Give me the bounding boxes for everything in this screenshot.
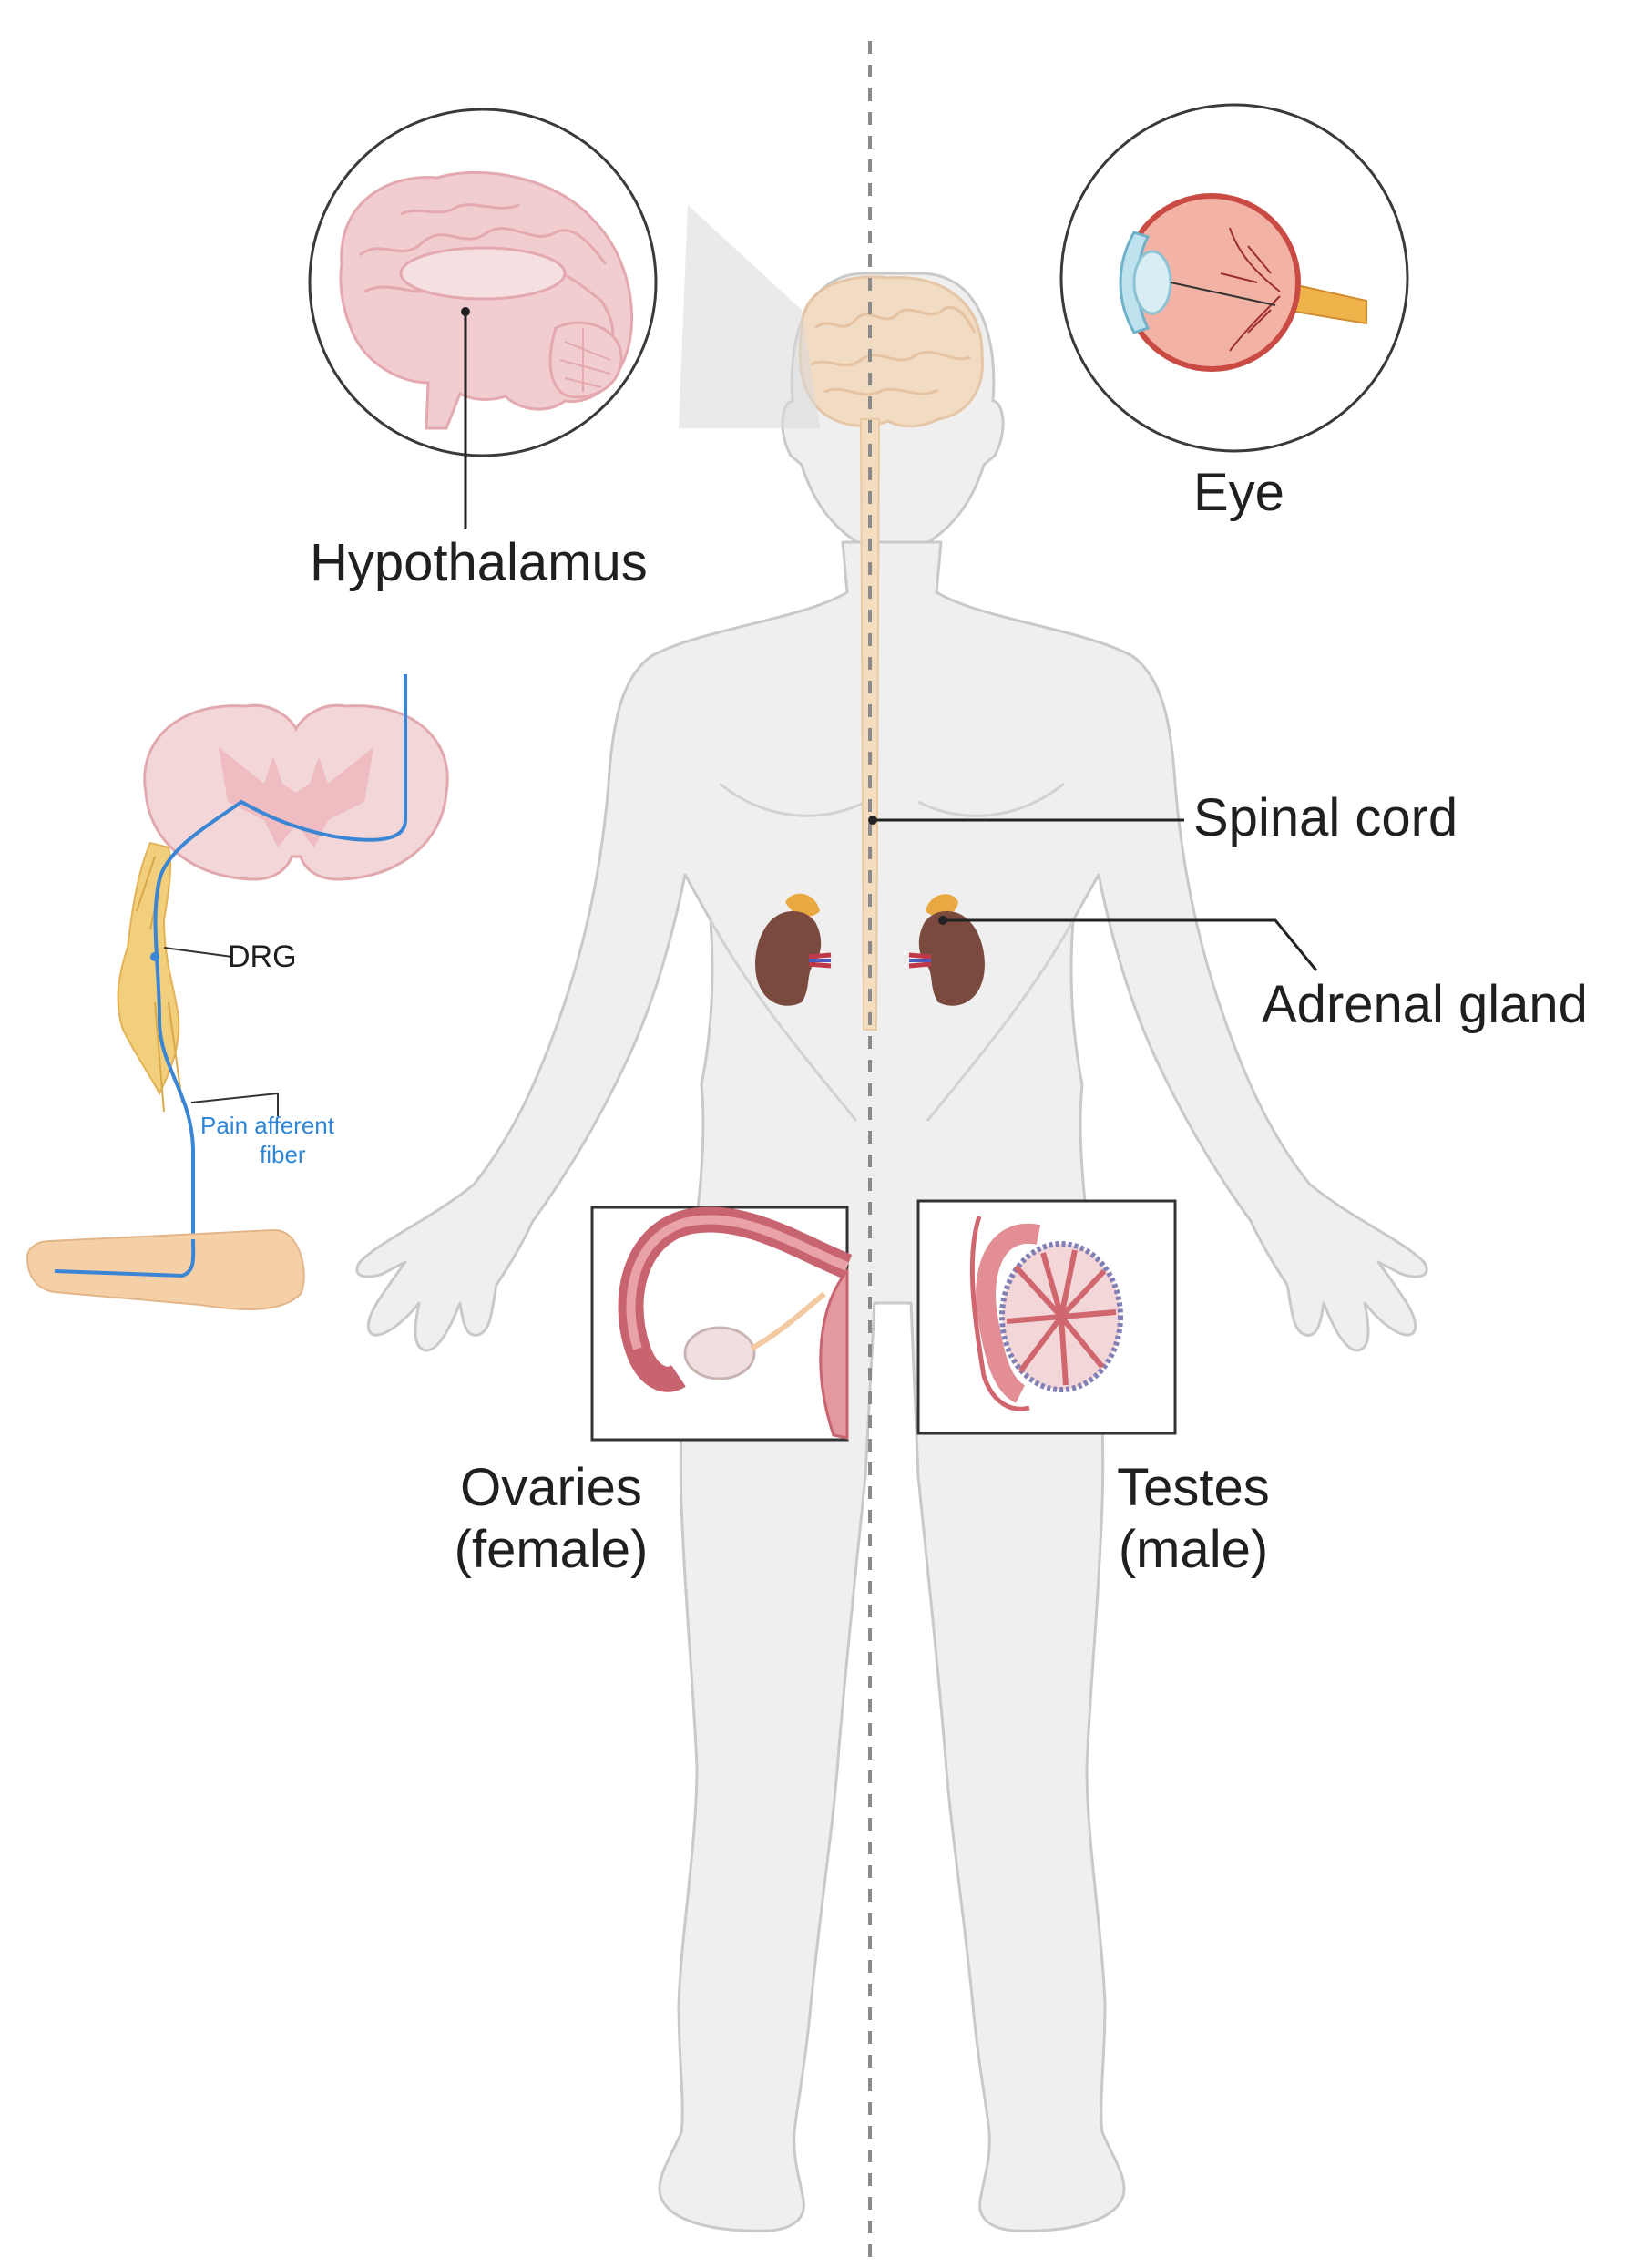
seminiferous-lobules — [1006, 1249, 1117, 1386]
ovary-inset — [590, 1206, 853, 1442]
hip-line-right — [926, 919, 1075, 1122]
epididymis — [976, 1223, 1041, 1403]
label-pain-afferent-line2: fiber — [260, 1141, 306, 1168]
cerebellum-folia — [559, 328, 611, 392]
gray-matter — [219, 747, 373, 847]
left-kidney-group — [755, 893, 832, 1006]
spinal-cord — [859, 418, 881, 1031]
right-kidney — [918, 911, 985, 1006]
adrenal-leader-line — [943, 918, 1318, 971]
drg-leader-line — [163, 947, 233, 958]
left-renal-vessels — [808, 952, 832, 969]
lens — [1132, 250, 1172, 315]
vas-deferens — [969, 1216, 1030, 1411]
ovarian-ligament — [750, 1291, 826, 1351]
brain-circle-inset — [308, 108, 658, 529]
fiber-cell-body — [150, 952, 159, 961]
label-adrenal-gland: Adrenal gland — [1262, 975, 1588, 1034]
corpus-callosum — [399, 246, 567, 301]
torso-and-limbs — [355, 540, 1428, 2232]
label-pain-afferent-line1: Pain afferent — [200, 1112, 334, 1139]
label-spinal-cord: Spinal cord — [1193, 788, 1458, 847]
label-eye: Eye — [1193, 463, 1284, 522]
right-kidney-group — [908, 894, 985, 1006]
chest-line-left — [719, 782, 866, 817]
label-testes-line2: (male) — [1118, 1520, 1269, 1579]
label-ovaries-line1: Ovaries — [460, 1458, 642, 1517]
hip-line-left — [709, 919, 858, 1122]
spinal-cross-section — [143, 703, 449, 881]
eye-circle-inset — [1059, 103, 1409, 453]
right-adrenal-gland — [926, 894, 958, 918]
fiber-in-finger — [54, 1238, 196, 1278]
ovary — [683, 1326, 756, 1380]
visual-axis — [1170, 282, 1276, 306]
dorsal-root-ganglion — [117, 841, 180, 1096]
left-adrenal-gland — [785, 893, 820, 917]
fallopian-tube-inner — [626, 1215, 849, 1350]
brain-folds — [810, 306, 977, 396]
head-brain — [798, 275, 984, 428]
left-kidney — [755, 911, 822, 1006]
pain-afferent-bracket — [190, 1092, 279, 1116]
finger — [26, 1228, 305, 1310]
chest-line-right — [917, 782, 1065, 817]
retina-vessels — [1220, 227, 1281, 352]
label-testes-line1: Testes — [1117, 1458, 1270, 1517]
label-drg: DRG — [228, 939, 297, 974]
uterus-edge — [819, 1267, 849, 1440]
right-renal-vessels — [908, 952, 932, 969]
spinal-cross-section-inset — [35, 674, 449, 1278]
body-details — [709, 782, 1075, 1122]
brain-in-head — [798, 275, 984, 428]
label-hypothalamus: Hypothalamus — [310, 533, 648, 592]
pain-afferent-fiber-path — [35, 674, 407, 1278]
zoom-cone — [679, 205, 820, 428]
testes-inset — [916, 1199, 1177, 1435]
label-ovaries-line2: (female) — [454, 1520, 649, 1579]
